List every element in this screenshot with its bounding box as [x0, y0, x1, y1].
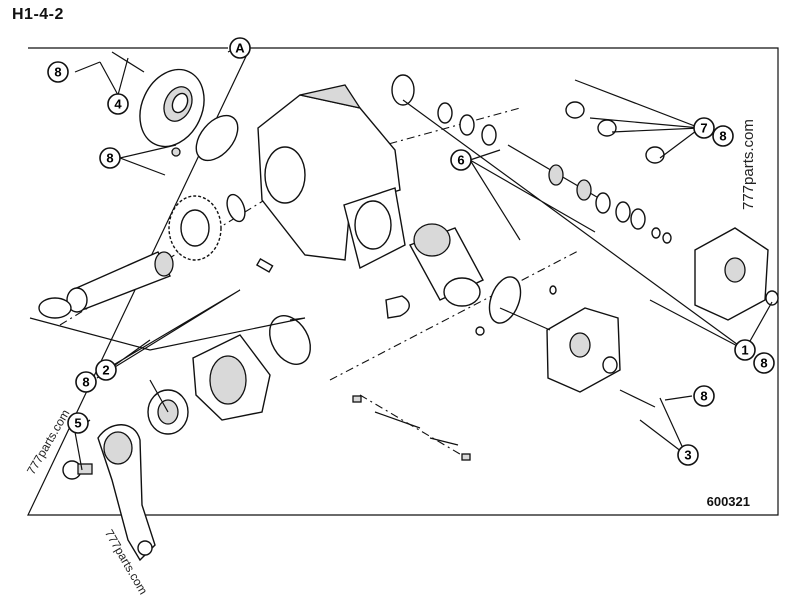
svg-text:6: 6: [457, 153, 464, 168]
bolt-right: [619, 389, 656, 408]
svg-text:8: 8: [719, 129, 726, 144]
backup-rings: [565, 101, 665, 164]
svg-text:8: 8: [760, 356, 767, 371]
clip: [385, 295, 410, 319]
callout-5: 5: [67, 412, 89, 434]
pin-small: [255, 257, 274, 273]
spline-shaft: [66, 251, 174, 313]
callout-8-right: 8: [753, 352, 775, 374]
o-ring-lower: [269, 315, 311, 365]
svg-text:A: A: [235, 41, 245, 56]
svg-text:5: 5: [74, 416, 81, 431]
lever-arm: [97, 424, 156, 562]
lock-washer: [62, 460, 93, 480]
svg-text:8: 8: [700, 389, 707, 404]
callout-8-flange: 8: [99, 147, 121, 169]
callout-8-bolt: 8: [693, 385, 715, 407]
o-ring-center: [488, 276, 522, 324]
flange-cover: [139, 68, 205, 148]
callout-2: 2: [95, 359, 117, 381]
callout-6: 6: [450, 149, 472, 171]
o-ring-left: [38, 297, 72, 319]
axis-line-lower: [329, 249, 581, 381]
frame-border: [27, 47, 779, 516]
o-ring-upper: [391, 74, 415, 106]
page-code: H1-4-2: [12, 6, 64, 23]
threaded-stem-lower: [499, 307, 551, 331]
coupling-sleeve: [409, 223, 484, 307]
svg-text:8: 8: [54, 65, 61, 80]
svg-text:7: 7: [700, 121, 707, 136]
callout-4: 4: [107, 93, 129, 115]
drawing-number: 600321: [706, 494, 750, 509]
spool-shaft: [507, 144, 603, 201]
callout-A: A: [229, 37, 251, 59]
valve-body-lower: [546, 307, 621, 393]
callout-3: 3: [677, 444, 699, 466]
nut-small: [171, 147, 181, 157]
callout-8-shaft: 8: [75, 371, 97, 393]
push-rod: [352, 395, 471, 461]
o-ring-mid: [226, 193, 246, 223]
seal-rings-upper: [437, 102, 497, 146]
valve-body-right: [694, 227, 769, 321]
small-rings: [475, 227, 672, 336]
svg-text:2: 2: [102, 363, 109, 378]
seal-rings-lower: [595, 192, 646, 230]
callout-1: 1: [734, 339, 756, 361]
svg-text:8: 8: [106, 151, 113, 166]
o-ring-right: [765, 290, 779, 306]
svg-text:3: 3: [684, 448, 691, 463]
svg-text:1: 1: [741, 343, 748, 358]
lower-flange: [192, 334, 271, 421]
axis-line-shaft: [359, 394, 471, 461]
callout-7: 7: [693, 117, 715, 139]
pump-housing: [257, 84, 406, 270]
svg-text:4: 4: [114, 97, 122, 112]
bolt-top: [111, 51, 145, 73]
o-ring-large-top: [195, 114, 239, 162]
callout-8-topleft: 8: [47, 61, 69, 83]
drive-gear: [168, 195, 222, 261]
callout-8-valve: 8: [712, 125, 734, 147]
svg-text:8: 8: [82, 375, 89, 390]
